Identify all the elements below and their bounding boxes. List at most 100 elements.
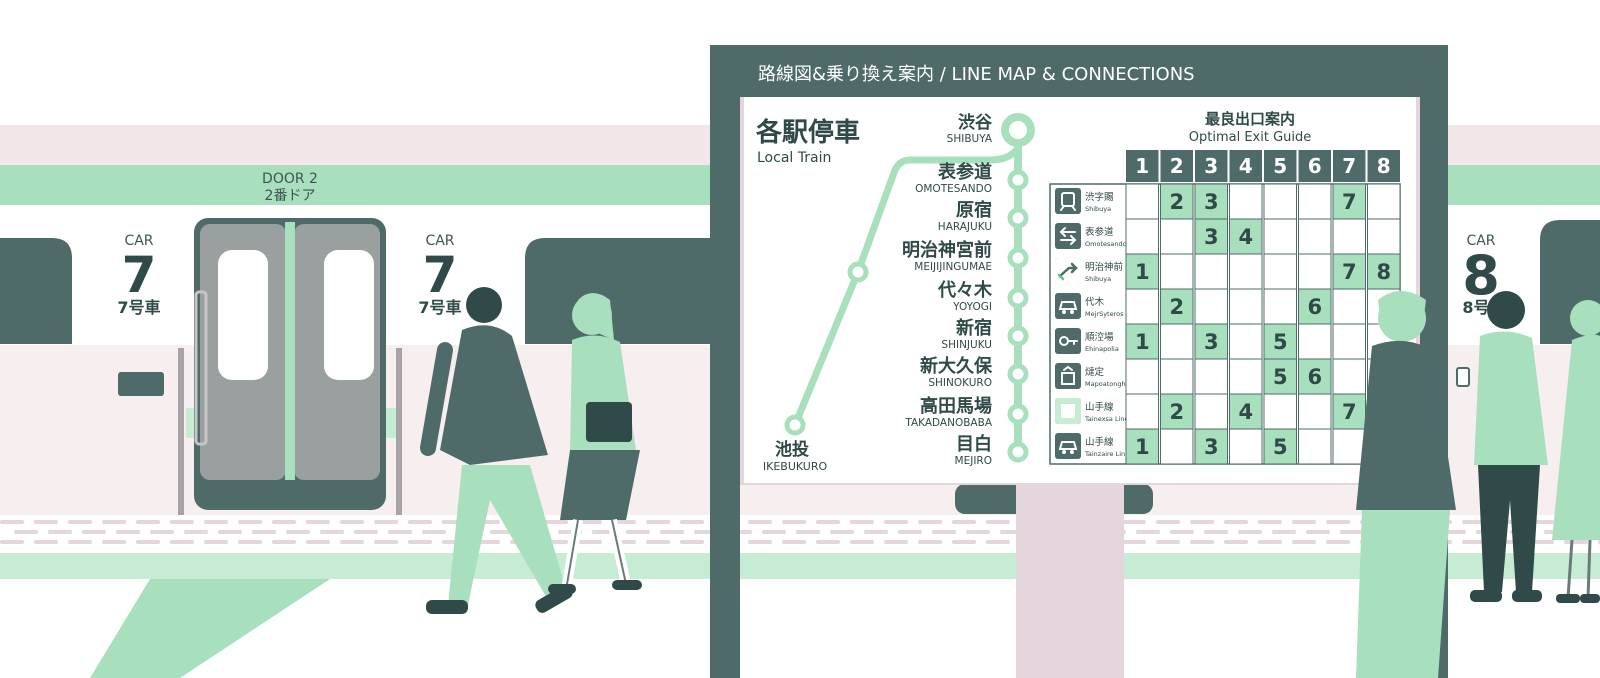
station-dot [1007,363,1029,385]
platform-stripe [1190,520,1214,524]
exit-cell [1194,358,1228,395]
exit-cell-car-number: 7 [1342,260,1357,284]
building-icon [1055,363,1081,389]
station-name-jp: 渋谷 [958,112,993,133]
station-dot [1001,113,1035,147]
platform-stripe [1156,520,1180,524]
person-reading-sign [1356,291,1456,678]
platform-stripe [68,540,92,544]
platform-stripe [864,530,888,534]
waiting-man-phone [1456,367,1470,387]
terminal-station-en: IKEBUKURO [763,460,828,473]
station-name-en: SHINJUKU [941,339,992,351]
sign-post-left [710,45,740,678]
exit-cell [1263,253,1297,290]
door-label-jp: 2番ドア [265,188,316,204]
platform-stripe [578,540,602,544]
sign-header-bar [740,45,1420,97]
person-waiting-woman [1552,300,1600,603]
tactile-paving-line [0,553,1600,579]
branch-terminal-stop [784,414,806,436]
platform-stripe [952,540,976,544]
platform-stripe [1190,540,1214,544]
waiting-woman-head [1570,300,1600,336]
platform-stripe [340,520,364,524]
platform-stripe [238,540,262,544]
exit-cell [1367,183,1401,220]
exit-column-header [1126,150,1159,182]
platform-stripe [646,520,670,524]
car-left-jp: 7号車 [117,298,160,317]
platform-stripe [1122,520,1146,524]
platform-stripe [680,520,704,524]
exit-cell-car-number: 2 [1169,295,1184,319]
exit-cell-highlighted [1332,393,1366,430]
train-icon [1055,188,1081,214]
woman-bag [586,402,632,442]
service-type-jp: 各駅停車 [755,117,860,148]
exit-cell-highlighted [1125,253,1159,290]
platform-stripe [748,520,772,524]
platform-stripe [612,520,636,524]
terminal-station-jp: 池投 [775,439,809,460]
route-line-branch [791,144,1022,429]
exit-cell-car-number: 6 [1307,295,1322,319]
platform-stripe [340,540,364,544]
platform-stripe [1292,520,1316,524]
exit-cell [1229,323,1263,360]
platform-stripe [272,540,296,544]
exit-cell [1160,323,1194,360]
platform-stripe [306,540,330,544]
platform-stripe [1204,530,1228,534]
exit-cell [1332,218,1366,255]
exit-row-station-jp: 燵定 [1085,366,1105,378]
platform-stripe [286,530,310,534]
platform-stripe [1136,530,1160,534]
platform-stripe [918,540,942,544]
exit-cell-car-number: 1 [1135,330,1150,354]
platform-stripe [782,540,806,544]
station-name-en: HARAJUKU [938,221,992,233]
exit-row-station-en: Ehinapolia [1085,345,1119,353]
platform-stripe [354,530,378,534]
station-dots [1001,113,1035,463]
exit-column-number: 5 [1273,154,1287,178]
exit-column-header [1298,150,1331,182]
station-name-en: SHINOKURO [928,377,992,389]
platform-stripe [762,530,786,534]
station-list: 渋谷SHIBUYA表参道OMOTESANDO原宿HARAJUKU明治神宮前MEI… [902,112,993,467]
exit-cell-car-number: 4 [1238,400,1253,424]
exit-column-number: 1 [1135,154,1149,178]
platform-stripe [660,530,684,534]
platform-stripe [1326,520,1350,524]
exit-cell [1194,288,1228,325]
waiting-woman-dress [1552,334,1600,540]
exit-cell [1194,393,1228,430]
exit-row-station-jp: 代木 [1085,296,1105,308]
exit-row-station-en: MejrSyteros [1085,310,1124,318]
door-handle [194,290,208,446]
exit-cell [1332,358,1366,395]
exit-guide-title-jp: 最良出口案内 [1205,110,1295,128]
exit-column-header [1333,150,1366,182]
branch-stop [847,261,869,283]
platform-stripe [102,540,126,544]
platform-floor [0,515,1600,678]
exit-table-row: 代木 MejrSyteros 2 6 [1085,288,1401,325]
person-walking-man [420,287,573,614]
waiting-man-shirt [1474,331,1548,465]
reader-jacket [1356,340,1456,510]
station-name-en: MEJIRO [955,455,992,467]
platform-stripe [932,530,956,534]
exit-row-station-jp: 表参道 [1085,226,1114,238]
exit-cell [1332,428,1366,465]
exit-cell-highlighted [1367,253,1401,290]
exit-cell-car-number: 3 [1204,190,1219,214]
exit-cell [1263,393,1297,430]
car-mid-jp: 7号車 [418,298,461,317]
sign-header-title: 路線図&乗り換え案内 / LINE MAP & CONNECTIONS [758,64,1195,85]
platform-stripe [796,530,820,534]
